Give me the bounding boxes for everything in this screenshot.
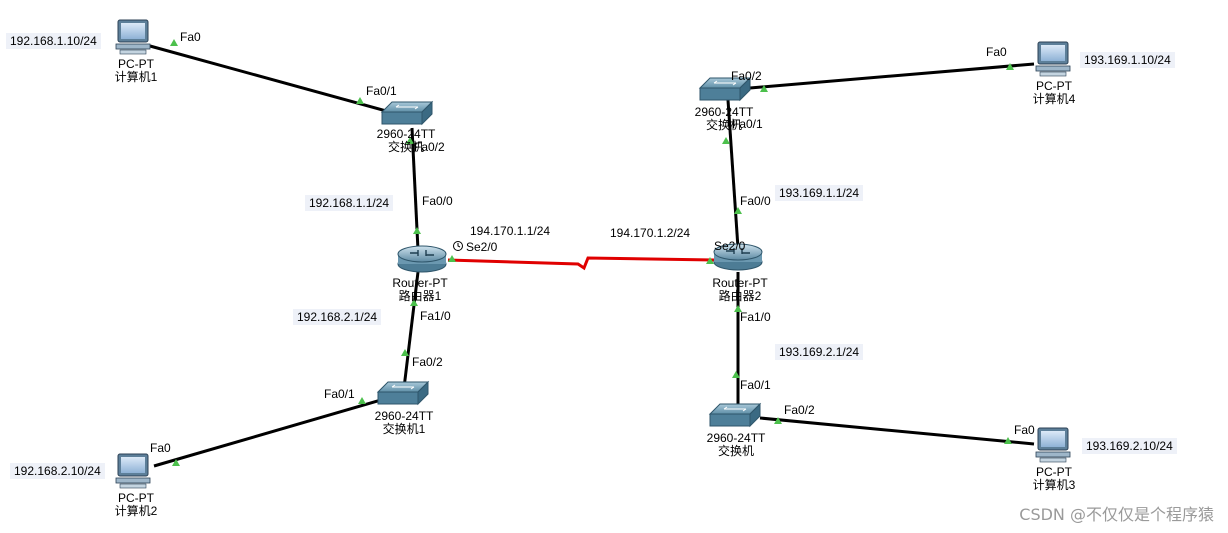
link-pc4-switch[interactable] [749,62,1035,90]
pc2-label: PC-PT 计算机2 [115,492,158,518]
r1-model: Router-PT [392,276,448,290]
pc3-ip: 193.169.2.10/24 [1082,438,1177,454]
r1-ip-fa00: 192.168.1.1/24 [305,195,394,211]
link-switch-pc3[interactable] [759,416,1035,446]
pc3-name: 计算机3 [1032,478,1076,492]
pc4-type: PC-PT [1036,79,1072,93]
pc3-type: PC-PT [1036,465,1072,479]
link-serial-router1-router2[interactable] [447,256,715,271]
r2-name: 路由器2 [718,289,762,303]
sw-bl-port-pc: Fa0/1 [324,387,355,401]
link-light-pc4 [1006,63,1014,70]
switch-icon[interactable] [708,402,762,428]
pc4-label: PC-PT 计算机4 [1033,80,1076,106]
link-pc1-switch[interactable] [149,44,391,114]
watermark: CSDN @不仅仅是个程序猿 [1019,505,1214,524]
r1-ip-se20: 194.170.1.1/24 [470,224,551,238]
pc2-port: Fa0 [150,441,171,455]
r2-ip-fa10: 193.169.2.1/24 [775,344,864,360]
r1-port-se20: Se2/0 [466,240,498,254]
sw-tl-label: 2960-24TT 交换机 [377,128,436,154]
switch-icon[interactable] [698,76,752,102]
r2-port-se20: Se2/0 [714,239,746,253]
pc-icon[interactable] [115,453,151,489]
link-light-pc2 [172,459,180,466]
sw-tr-name: 交换机 [705,118,743,132]
sw-tr-model: 2960-24TT [694,105,754,119]
sw-tl-port-up: Fa0/1 [366,84,397,98]
sw-tl-model: 2960-24TT [376,127,436,141]
link-router1-switch1[interactable] [402,271,420,389]
sw-bl-name: 交换机1 [382,422,426,436]
r1-port-fa00: Fa0/0 [422,194,453,208]
pc1-type: PC-PT [118,57,154,71]
link-light-sw-tr-fa02 [760,85,768,92]
sw-bl-port-up: Fa0/2 [412,355,443,369]
router-icon[interactable] [713,243,763,271]
r1-label: Router-PT 路由器1 [392,277,447,303]
pc4-ip: 193.169.1.10/24 [1080,52,1175,68]
pc2-ip: 192.168.2.10/24 [10,463,105,479]
pc1-label: PC-PT 计算机1 [115,58,158,84]
r1-name: 路由器1 [398,289,442,303]
sw-br-port-pc: Fa0/2 [784,403,815,417]
r2-port-fa00: Fa0/0 [740,194,771,208]
link-light-sw-br-fa01 [732,371,740,378]
sw-tr-label: 2960-24TT 交换机 [695,106,754,132]
router-icon[interactable] [397,245,447,273]
r2-ip-fa00: 193.169.1.1/24 [775,185,864,201]
r2-port-fa10: Fa1/0 [740,310,771,324]
pc1-name: 计算机1 [114,70,158,84]
sw-br-model: 2960-24TT [706,431,766,445]
sw-tr-port-down: Fa0/1 [732,117,763,131]
clock-icon [453,241,463,251]
link-light-sw-bl-fa02 [401,349,409,356]
r1-port-fa10: Fa1/0 [420,309,451,323]
link-light-sw-bl-fa01 [358,397,366,404]
sw-tl-port-down: Fa0/2 [414,140,445,154]
pc4-port: Fa0 [986,45,1007,59]
pc2-type: PC-PT [118,491,154,505]
pc-icon[interactable] [115,19,151,55]
link-light-r2-fa00 [734,207,742,214]
sw-tl-name: 交换机 [387,140,425,154]
link-light-sw-tl-fa01 [356,97,364,104]
link-switch-router2[interactable] [726,99,740,249]
pc-icon[interactable] [1035,41,1071,77]
pc-icon[interactable] [1035,427,1071,463]
link-light-pc1 [170,39,178,46]
pc4-name: 计算机4 [1032,92,1076,106]
link-lights [170,39,1014,466]
link-switch1-pc2[interactable] [153,396,389,468]
pc3-port: Fa0 [1014,423,1035,437]
pc1-ip: 192.168.1.10/24 [6,33,101,49]
sw-bl-label: 2960-24TT 交换机1 [375,410,434,436]
sw-br-label: 2960-24TT 交换机 [707,432,766,458]
sw-br-port-up: Fa0/1 [740,378,771,392]
link-light-sw-br-fa02 [774,417,782,424]
link-light-r2-fa10 [734,305,742,312]
sw-br-name: 交换机 [717,444,755,458]
link-light-pc3 [1004,437,1012,444]
r2-ip-se20: 194.170.1.2/24 [610,226,691,240]
pc1-port: Fa0 [180,30,201,44]
link-light-sw-tr-fa01 [722,137,730,144]
link-light-r2-se20 [706,257,714,264]
sw-tr-port-pc: Fa0/2 [731,69,762,83]
r2-label: Router-PT 路由器2 [712,277,767,303]
switch-icon[interactable] [376,380,430,406]
link-light-r1-fa00 [413,227,421,234]
pc2-name: 计算机2 [114,504,158,518]
link-light-r1-fa10 [410,299,418,306]
r1-ip-fa10: 192.168.2.1/24 [293,309,382,325]
pc3-label: PC-PT 计算机3 [1033,466,1076,492]
switch-icon[interactable] [380,100,434,126]
link-light-r1-se20 [448,255,456,262]
sw-bl-model: 2960-24TT [374,409,434,423]
r2-model: Router-PT [712,276,768,290]
link-light-sw-tl-fa02 [406,137,414,144]
